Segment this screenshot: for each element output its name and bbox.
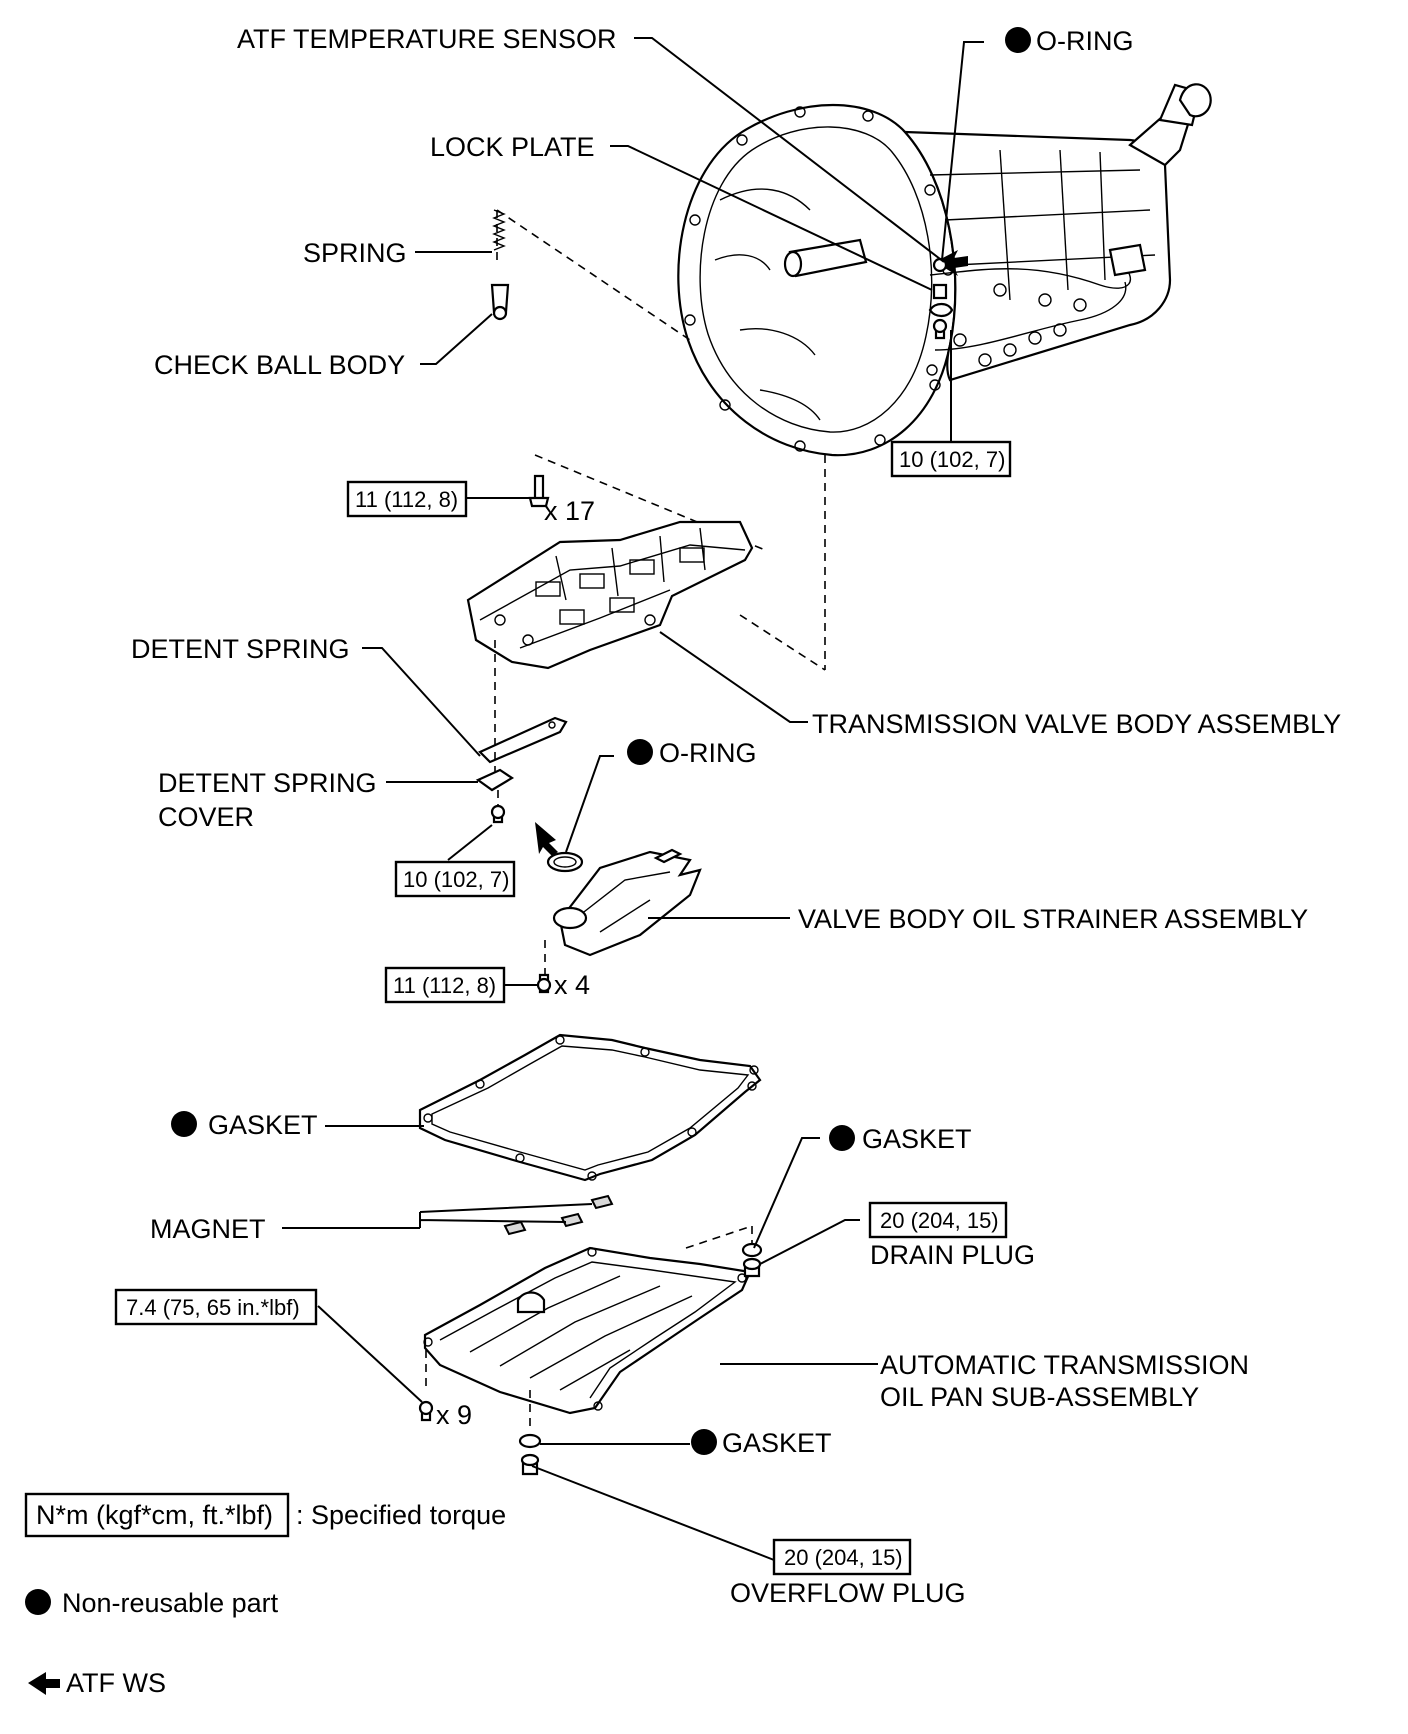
label-o-ring-top: O-RING xyxy=(1036,26,1134,56)
label-gasket-left: GASKET xyxy=(208,1110,318,1140)
detent-cover-bolt xyxy=(490,804,506,824)
label-o-ring-mid: O-RING xyxy=(659,738,757,768)
pan-gasket-part xyxy=(418,1033,762,1182)
non-reusable-icon xyxy=(829,1125,855,1151)
torque-oil-pan-bolts: 7.4 (75, 65 in.*lbf) xyxy=(126,1295,300,1320)
torque-box-drain-plug xyxy=(868,1201,1008,1239)
atf-ws-arrow-icon xyxy=(535,822,558,856)
label-valve-body-oil-strainer: VALVE BODY OIL STRAINER ASSEMBLY xyxy=(798,904,1308,934)
label-oil-pan-line1: AUTOMATIC TRANSMISSION xyxy=(880,1350,1249,1380)
non-reusable-icon xyxy=(171,1111,197,1137)
strainer-bolt xyxy=(536,973,552,994)
leader-lines xyxy=(282,37,984,1561)
label-drain-plug: DRAIN PLUG xyxy=(870,1240,1035,1270)
label-atf-temperature-sensor: ATF TEMPERATURE SENSOR xyxy=(237,24,617,54)
label-detent-spring-cover-line1: DETENT SPRING xyxy=(158,768,377,798)
label-detent-spring-cover-line2: COVER xyxy=(158,802,254,832)
torque-strainer-bolts: 11 (112, 8) xyxy=(393,973,496,998)
label-gasket-right: GASKET xyxy=(862,1124,972,1154)
torque-detent-cover-bolt: 10 (102, 7) xyxy=(403,867,509,892)
torque-lock-plate: 10 (102, 7) xyxy=(899,447,1005,472)
legend-torque-box xyxy=(24,1492,290,1538)
torque-valve-body-bolts: 11 (112, 8) xyxy=(355,487,458,512)
magnet-parts xyxy=(503,1194,614,1236)
label-oil-pan-line2: OIL PAN SUB-ASSEMBLY xyxy=(880,1382,1199,1412)
transmission-valve-body-part xyxy=(466,474,754,670)
torque-box-lock-plate xyxy=(890,440,1012,478)
qty-oil-pan-bolts: x 9 xyxy=(436,1400,472,1430)
label-check-ball-body: CHECK BALL BODY xyxy=(154,350,405,380)
label-lock-plate: LOCK PLATE xyxy=(430,132,595,162)
oil-pan-bolt xyxy=(418,1400,434,1422)
check-ball-body-part xyxy=(490,283,510,321)
spring-part xyxy=(492,209,506,251)
transmission-case xyxy=(677,83,1212,457)
label-spring: SPRING xyxy=(303,238,407,268)
torque-overflow-plug: 20 (204, 15) xyxy=(784,1545,903,1570)
label-magnet: MAGNET xyxy=(150,1214,266,1244)
legend-torque-text: : Specified torque xyxy=(296,1500,506,1530)
label-gasket-bottom: GASKET xyxy=(722,1428,832,1458)
torque-drain-plug: 20 (204, 15) xyxy=(880,1208,999,1233)
valve-body-oil-strainer-part xyxy=(552,848,702,957)
label-transmission-valve-body: TRANSMISSION VALVE BODY ASSEMBLY xyxy=(812,709,1341,739)
label-detent-spring: DETENT SPRING xyxy=(131,634,350,664)
overflow-plug-part xyxy=(518,1433,542,1476)
non-reusable-icon xyxy=(691,1429,717,1455)
torque-box-oil-pan xyxy=(114,1288,318,1326)
torque-box-overflow-plug xyxy=(772,1538,912,1576)
non-reusable-legend-icon xyxy=(25,1589,51,1615)
legend-torque-units: N*m (kgf*cm, ft.*lbf) xyxy=(36,1500,273,1530)
detent-spring-cover-part xyxy=(475,768,515,792)
non-reusable-icon xyxy=(627,739,653,765)
label-overflow-plug: OVERFLOW PLUG xyxy=(730,1578,966,1608)
o-ring-mid-part xyxy=(546,851,584,873)
torque-box-detent-cover xyxy=(394,860,516,898)
torque-box-strainer xyxy=(384,966,506,1004)
qty-valve-body-bolts: x 17 xyxy=(544,496,595,526)
non-reusable-icon xyxy=(1005,27,1031,53)
detent-spring-part xyxy=(478,716,568,764)
legend-non-reusable: Non-reusable part xyxy=(62,1588,279,1618)
oil-pan-part xyxy=(423,1246,752,1415)
legend: N*m (kgf*cm, ft.*lbf) : Specified torque… xyxy=(24,1492,506,1698)
qty-strainer-bolts: x 4 xyxy=(554,970,590,1000)
legend-atf-ws: ATF WS xyxy=(66,1668,166,1698)
drain-plug-part xyxy=(741,1242,763,1278)
arrow-left-icon xyxy=(28,1672,60,1695)
torque-box-valve-body xyxy=(346,480,468,518)
